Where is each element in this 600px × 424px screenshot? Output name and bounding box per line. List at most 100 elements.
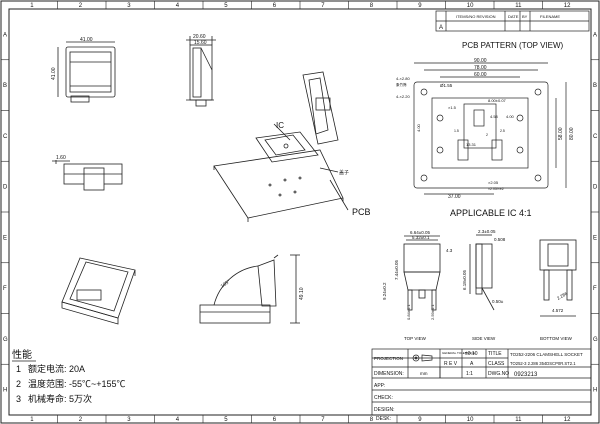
tb-app: APP: (374, 383, 385, 389)
dim-20-60: 20.60 (193, 34, 206, 40)
column-label-1-bottom: 1 (30, 417, 34, 423)
socket-side-view-right (186, 36, 216, 107)
column-label-1-top: 1 (30, 3, 34, 9)
tb-title-label: TITLE (488, 351, 502, 357)
column-label-6-bottom: 6 (273, 417, 277, 423)
dim-height-49-10: 49.10 (299, 287, 305, 300)
note-dia-205: ×2.05/×±2 (488, 187, 504, 191)
dim-4-58: 4.58 (490, 114, 499, 119)
row-label-H-left: H (3, 388, 7, 394)
column-label-4-bottom: 4 (176, 417, 180, 423)
row-label-A-left: A (3, 32, 7, 38)
pcb-pattern-drawing (413, 62, 567, 195)
row-label-E-right: E (593, 235, 597, 241)
dim-4-right: 4.00 (506, 114, 515, 119)
tb-class-label: CLASS (488, 361, 505, 367)
tb-projection: PROJECTION (374, 356, 403, 361)
socket-front-view (52, 160, 123, 191)
dim-6-18: 6.18±0.05 (462, 270, 467, 290)
spec-3-num: 3 (16, 394, 21, 404)
dim-4-3: 4.3 (446, 248, 453, 253)
dim-6-64: 6.64±0.05 (410, 230, 430, 235)
column-label-7-top: 7 (321, 3, 325, 9)
row-label-C-right: C (593, 134, 598, 140)
column-label-2-bottom: 2 (79, 417, 83, 423)
dim-2-286: 2.286 (556, 291, 569, 301)
specs-title: 性能 (12, 348, 32, 361)
column-label-9-bottom: 9 (418, 417, 422, 423)
tb-class-value: TO252-3 2.286 354DSCP0R.ST2.1 (510, 361, 576, 366)
dim-4-572: 4.572 (552, 308, 564, 313)
dim-80: 80.00 (569, 127, 575, 140)
row-label-F-left: F (3, 286, 7, 292)
row-label-G-right: G (593, 337, 598, 343)
spec-3-text: 机械寿命: 5万次 (28, 393, 92, 404)
dim-0-84: 0.84±0.1 (406, 304, 411, 320)
spec-2-num: 2 (16, 379, 21, 389)
label-pcb: PCB (352, 207, 371, 217)
dim-15-60: 15.60 (194, 40, 207, 46)
label-side-view: SIDE VIEW (472, 336, 496, 341)
dim-height-41: 41.00 (51, 67, 57, 80)
tb-rev-value: A (470, 361, 474, 367)
note-cn-1: 象竹筛 (396, 82, 407, 87)
dim-0-50: 0.50± (492, 299, 504, 304)
column-label-2-top: 2 (79, 3, 83, 9)
column-label-5-top: 5 (224, 3, 228, 9)
column-label-12-top: 12 (564, 3, 571, 9)
row-label-C-left: C (3, 134, 8, 140)
row-label-B-right: B (593, 83, 597, 89)
column-label-7-bottom: 7 (321, 417, 325, 423)
column-label-12-bottom: 12 (564, 417, 571, 423)
dim-width-41: 41.00 (80, 37, 93, 43)
dim-dia-15: ×1.5 (448, 105, 457, 110)
column-label-5-bottom: 5 (224, 417, 228, 423)
tb-desk: DESK: (376, 416, 391, 422)
column-label-10-bottom: 10 (467, 417, 474, 423)
dim-angle-105: 105° (220, 279, 232, 290)
row-label-F-right: F (593, 286, 597, 292)
rev-row-a: A (439, 25, 443, 31)
dim-9-24: 9.24±0.2 (382, 282, 387, 300)
column-label-8-bottom: 8 (370, 417, 374, 423)
tb-rev-label: R E V (444, 361, 458, 367)
column-label-3-top: 3 (127, 3, 131, 9)
isometric-assembly (213, 71, 349, 222)
socket-open-side-view (199, 254, 300, 324)
dim-2-59: 2.59±0.1 (430, 304, 435, 320)
row-label-E-left: E (3, 235, 7, 241)
label-ic: IC (276, 121, 284, 130)
title-block-grid (371, 348, 592, 416)
tb-unit: mm (420, 371, 428, 376)
dim-0-508-top: 0.508 (494, 237, 506, 242)
dim-2-3: 2.3±0.05 (478, 229, 496, 234)
socket-closed-isometric (61, 257, 136, 325)
dim-4-left: 4.00 (416, 123, 421, 132)
projection-symbol (412, 354, 433, 362)
column-label-11-bottom: 11 (515, 417, 522, 423)
row-label-G-left: G (3, 337, 8, 343)
dim-37: 37.00 (448, 194, 461, 200)
pcb-pattern-title: PCB PATTERN (TOP VIEW) (462, 41, 564, 50)
dim-2: 2 (486, 133, 488, 137)
dim-13-31: 13.31 (466, 142, 477, 147)
row-label-D-right: D (593, 185, 598, 191)
dim-78: 78.00 (474, 65, 487, 71)
row-label-H-right: H (593, 388, 597, 394)
tb-title-value: TO252-2206 CLAMSHELL SOCKET (510, 352, 583, 357)
tb-dimension-label: DIMENSION: (374, 371, 404, 377)
rev-header-by: BY (522, 14, 528, 19)
column-label-4-top: 4 (176, 3, 180, 9)
column-label-10-top: 10 (467, 3, 474, 9)
column-label-6-top: 6 (273, 3, 277, 9)
dim-dia-155: Ø1.55 (440, 83, 453, 88)
label-bottom-view: BOTTOM VIEW (540, 336, 573, 341)
tb-dwg-label: DWG.NO (488, 371, 509, 377)
dim-58: 58.00 (558, 127, 564, 140)
rev-header-date: DATE (508, 14, 519, 19)
tb-scale: 1:1 (466, 371, 473, 377)
socket-top-view (57, 41, 116, 103)
dim-90: 90.00 (474, 58, 487, 64)
